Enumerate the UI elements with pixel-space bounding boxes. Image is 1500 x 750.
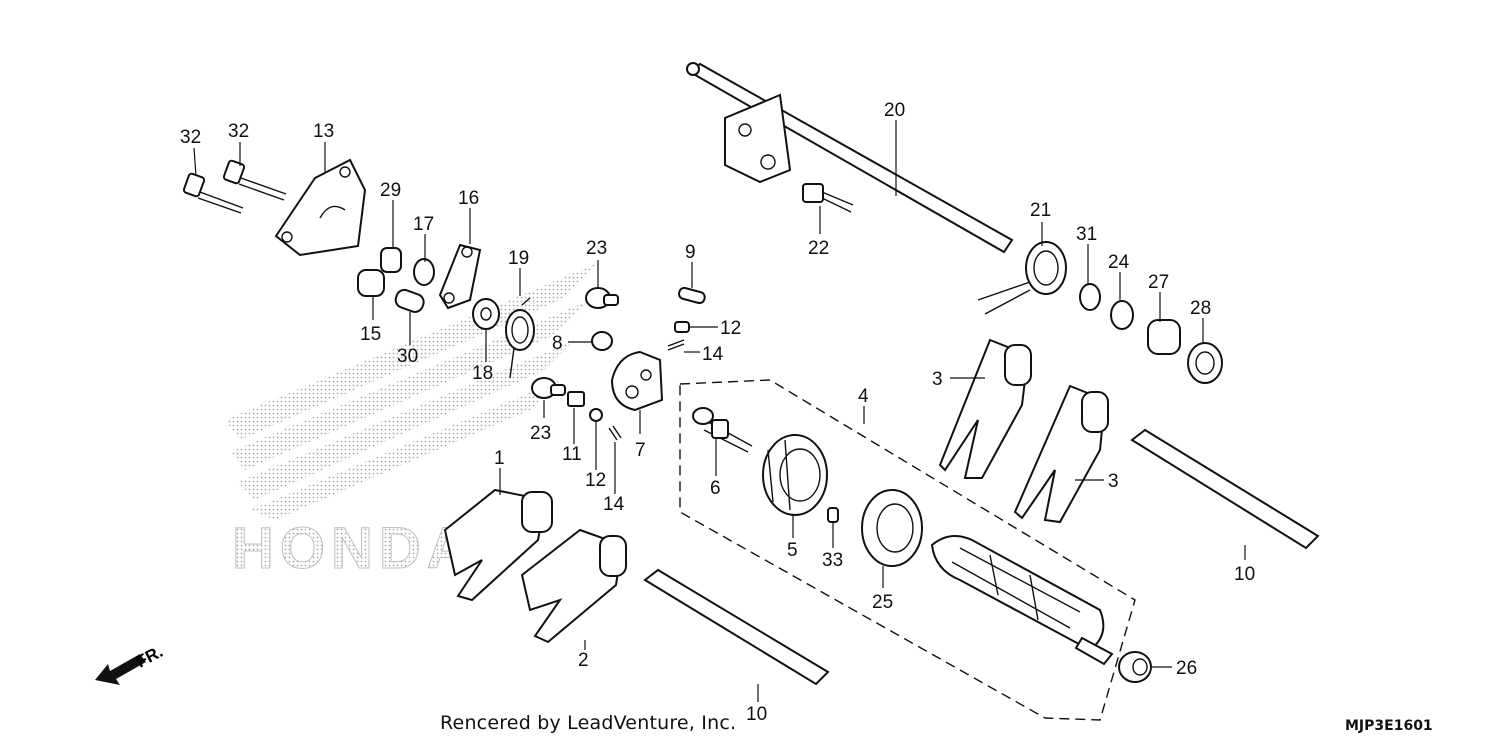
callout-19: 19 bbox=[508, 248, 529, 269]
callout-17: 17 bbox=[413, 214, 434, 235]
callout-12-lower: 12 bbox=[585, 470, 606, 491]
assembly-box bbox=[679, 379, 1136, 721]
callout-33: 33 bbox=[822, 550, 843, 571]
stopper-arm-16 bbox=[438, 243, 482, 310]
callout-16: 16 bbox=[458, 188, 479, 209]
stopper-plate-13 bbox=[274, 158, 367, 257]
gearshift-spindle-20 bbox=[686, 62, 1014, 254]
callout-32-right: 32 bbox=[228, 121, 249, 142]
shift-drum-gear-5 bbox=[762, 434, 828, 516]
fork-shaft-10-bottom bbox=[643, 568, 830, 686]
drum-center-7 bbox=[610, 350, 664, 412]
callout-28: 28 bbox=[1190, 298, 1211, 319]
shift-fork-3-upper bbox=[938, 338, 1032, 479]
spring-14-lower bbox=[608, 425, 622, 441]
callout-14-upper: 14 bbox=[702, 344, 724, 365]
washer-8 bbox=[591, 331, 613, 351]
bolt-23-lower bbox=[531, 377, 566, 399]
spring-14-upper bbox=[667, 339, 685, 351]
pin-33 bbox=[827, 507, 839, 523]
callout-29: 29 bbox=[380, 180, 401, 201]
watermark-text: HONDA bbox=[232, 516, 475, 581]
washer-17 bbox=[413, 258, 435, 286]
callout-15: 15 bbox=[360, 324, 381, 345]
callout-26: 26 bbox=[1176, 658, 1197, 679]
collar-15 bbox=[357, 269, 385, 297]
callout-14-lower: 14 bbox=[603, 494, 625, 515]
bolt-6 bbox=[692, 407, 753, 453]
leader-lines bbox=[193, 120, 1246, 702]
callout-25: 25 bbox=[872, 592, 893, 613]
shift-fork-2 bbox=[520, 528, 627, 644]
front-direction-arrow: FR. bbox=[95, 642, 166, 685]
shift-fork-1 bbox=[443, 488, 553, 602]
spindle-spring-21 bbox=[977, 241, 1067, 315]
callout-32-left: 32 bbox=[180, 127, 201, 148]
callout-7: 7 bbox=[635, 440, 646, 461]
pin-9 bbox=[678, 286, 706, 305]
render-credit: Rencered by LeadVenture, Inc. bbox=[440, 712, 737, 734]
callout-27: 27 bbox=[1148, 272, 1169, 293]
callout-23-upper: 23 bbox=[586, 238, 607, 259]
callout-10-bottom: 10 bbox=[746, 704, 767, 725]
callout-30: 30 bbox=[397, 346, 418, 367]
fork-shaft-10-right bbox=[1130, 428, 1320, 550]
pin-12-upper bbox=[674, 321, 690, 333]
bearing-26 bbox=[1118, 651, 1152, 683]
bolt-32-right bbox=[222, 159, 287, 201]
callout-6: 6 bbox=[710, 478, 721, 499]
bolt-22 bbox=[802, 183, 854, 213]
shift-fork-3-lower bbox=[1013, 384, 1109, 524]
bolt-23-upper bbox=[585, 287, 619, 309]
callout-21: 21 bbox=[1030, 200, 1051, 221]
callout-11: 11 bbox=[562, 444, 582, 465]
circlip-31 bbox=[1079, 283, 1101, 311]
callout-9: 9 bbox=[685, 242, 696, 263]
callout-3-upper: 3 bbox=[932, 369, 943, 390]
washer-24 bbox=[1110, 300, 1134, 330]
bearing-27 bbox=[1147, 319, 1181, 355]
washer-18 bbox=[472, 298, 500, 330]
callout-20: 20 bbox=[884, 100, 905, 121]
callout-numbers: 32 32 13 29 17 16 15 30 19 18 23 8 9 12 … bbox=[180, 100, 1255, 725]
callout-10-right: 10 bbox=[1234, 564, 1255, 585]
pin-12-lower bbox=[589, 408, 603, 422]
bearing-25 bbox=[861, 489, 923, 567]
honda-wing-logo: HONDA bbox=[225, 262, 600, 582]
callout-12-upper: 12 bbox=[720, 318, 741, 339]
callout-23-lower: 23 bbox=[530, 423, 551, 444]
shift-drum bbox=[930, 535, 1114, 666]
callout-2: 2 bbox=[578, 650, 589, 671]
callout-1: 1 bbox=[494, 448, 505, 469]
callout-13: 13 bbox=[313, 121, 334, 142]
pawl-11 bbox=[567, 391, 585, 407]
oil-seal-28 bbox=[1187, 342, 1223, 384]
callout-31: 31 bbox=[1076, 224, 1097, 245]
callout-3-lower: 3 bbox=[1108, 471, 1119, 492]
callout-8: 8 bbox=[552, 333, 563, 354]
diagram-code: MJP3E1601 bbox=[1345, 718, 1433, 734]
callout-24: 24 bbox=[1108, 252, 1130, 273]
callout-18: 18 bbox=[472, 363, 493, 384]
bolt-32-left bbox=[182, 172, 244, 214]
callout-22: 22 bbox=[808, 238, 829, 259]
return-spring-19 bbox=[505, 297, 535, 379]
dowel-30 bbox=[394, 288, 425, 313]
collar-29 bbox=[380, 247, 402, 273]
callout-4: 4 bbox=[858, 386, 869, 407]
fr-label: FR. bbox=[133, 642, 166, 672]
callout-5: 5 bbox=[787, 540, 798, 561]
